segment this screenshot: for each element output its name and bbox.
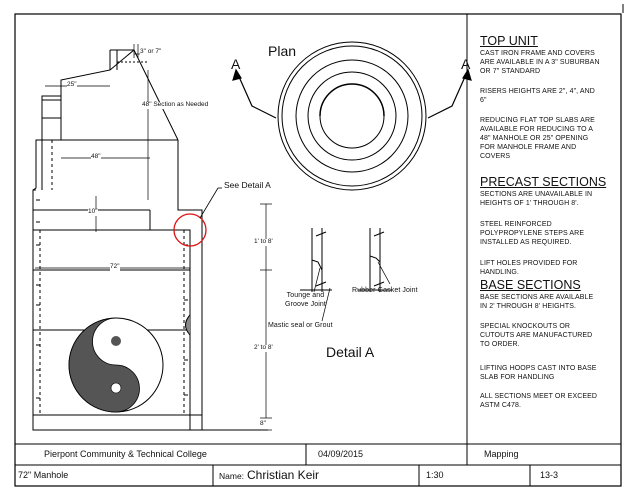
precast-note-1: SECTIONS ARE UNAVAILABLE IN HEIGHTS OF 1… — [480, 191, 593, 207]
callout-tongue-groove: Tounge and Groove Joint — [285, 292, 326, 308]
dim-slab: 8" — [260, 420, 266, 428]
title-block-title: 72" Manhole — [18, 470, 69, 480]
callout-mastic: Mastic seal or Grout — [268, 322, 333, 329]
base-note-2: SPECIAL KNOCKOUTS OR CUTOUTS ARE MANUFAC… — [480, 323, 593, 348]
base-heading: BASE SECTIONS — [480, 278, 581, 292]
dim-top-offset: 3" or 7" — [140, 48, 162, 56]
title-block-name: Christian Keir — [247, 468, 320, 482]
precast-note-2: STEEL REINFORCED POLYPROPYLENE STEPS ARE… — [480, 221, 585, 246]
title-block-scale: 1:30 — [426, 470, 444, 480]
title-block-date: 04/09/2015 — [318, 449, 364, 459]
base-note-1: BASE SECTIONS ARE AVAILABLE IN 2' THROUG… — [480, 294, 594, 310]
detail-a-leader — [199, 187, 219, 219]
dim-cone-height: 48" Section as Needed — [142, 101, 209, 109]
precast-heading: PRECAST SECTIONS — [480, 175, 607, 189]
section-arrows — [232, 68, 472, 119]
section-mark-right: A — [461, 56, 471, 72]
dim-riser: 10" — [88, 208, 98, 216]
base-note-4: ALL SECTIONS MEET OR EXCEED ASTM C478. — [480, 393, 598, 409]
top-unit-note-3: REDUCING FLAT TOP SLABS ARE AVAILABLE FO… — [480, 117, 595, 160]
top-unit-heading: TOP UNIT — [480, 34, 538, 48]
callout-rubber-gasket: Rubber Gasket Joint — [352, 287, 418, 294]
see-detail-label: See Detail A — [224, 180, 271, 190]
dim-top-width: 25" — [67, 81, 77, 89]
base-note-3: LIFTING HOOPS CAST INTO BASE SLAB FOR HA… — [480, 365, 597, 381]
section-step-ticks — [36, 199, 188, 399]
title-block-school: Pierpont Community & Technical College — [44, 449, 207, 459]
dim-upper-range: 1' to 8' — [254, 238, 273, 246]
detail-leaders — [313, 261, 391, 322]
base-invert-circle — [68, 317, 164, 413]
sheet-border — [14, 13, 622, 487]
title-block-course: Mapping — [484, 449, 519, 459]
dimension-lines — [35, 44, 272, 431]
detail-a-marker — [173, 213, 207, 247]
section-mark-left: A — [231, 56, 241, 72]
plan-label: Plan — [268, 43, 297, 59]
title-block-name-label: Name: — [219, 471, 245, 481]
dim-mid-width: 48" — [91, 153, 101, 161]
detail-a-joints — [300, 228, 392, 292]
title-block-sheet: 13-3 — [540, 470, 559, 480]
title-block-grid — [15, 14, 621, 486]
dim-base-width: 72" — [110, 263, 120, 271]
top-unit-note-2: RISERS HEIGHTS ARE 2", 4", AND 6" — [480, 88, 595, 104]
dim-lower-range: 2' to 8' — [254, 344, 273, 352]
detail-a-title: Detail A — [326, 344, 375, 360]
manhole-elevation — [32, 49, 268, 431]
precast-note-3: LIFT HOLES PROVIDED FOR HANDLING. — [480, 260, 578, 276]
top-unit-note-1: CAST IRON FRAME AND COVERS ARE AVAILABLE… — [480, 50, 600, 75]
plan-view — [277, 41, 427, 191]
